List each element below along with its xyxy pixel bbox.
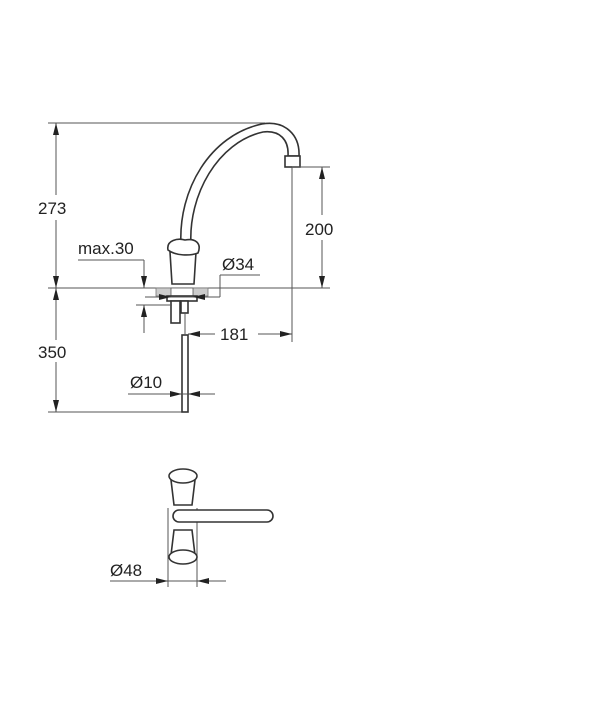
arrow-icon <box>188 331 200 337</box>
arrow-icon <box>197 578 209 584</box>
dim-spout-height: 200 <box>305 220 333 239</box>
arrow-icon <box>141 305 147 317</box>
arrow-icon <box>193 294 205 300</box>
aerator <box>284 155 301 168</box>
supply-pipe <box>181 334 189 413</box>
dim-total-height: 273 <box>38 199 66 218</box>
threaded-stud <box>170 300 181 324</box>
arrow-icon <box>156 578 168 584</box>
spout <box>180 122 300 246</box>
arrow-icon <box>188 391 200 397</box>
dim-base-diameter: Ø48 <box>110 561 142 580</box>
dim-max-thickness: max.30 <box>78 239 134 258</box>
arrow-icon <box>319 167 325 179</box>
arrow-icon <box>53 400 59 412</box>
faucet-body <box>169 251 197 285</box>
top-view: Ø48 <box>110 468 274 587</box>
dim-below-deck: 350 <box>38 343 66 362</box>
arrow-icon <box>53 123 59 135</box>
side-view: 273 350 200 181 max.30 <box>36 122 333 413</box>
dim-reach: 181 <box>220 325 248 344</box>
arrow-icon <box>170 391 182 397</box>
arrow-icon <box>53 276 59 288</box>
arrow-icon <box>159 294 171 300</box>
arrow-icon <box>319 276 325 288</box>
arrow-icon <box>141 276 147 288</box>
dim-hole-diameter: Ø34 <box>222 255 254 274</box>
arrow-icon <box>280 331 292 337</box>
handle <box>167 238 200 256</box>
arrow-icon <box>53 288 59 300</box>
dim-pipe-diameter: Ø10 <box>130 373 162 392</box>
spout-arm <box>172 509 274 523</box>
